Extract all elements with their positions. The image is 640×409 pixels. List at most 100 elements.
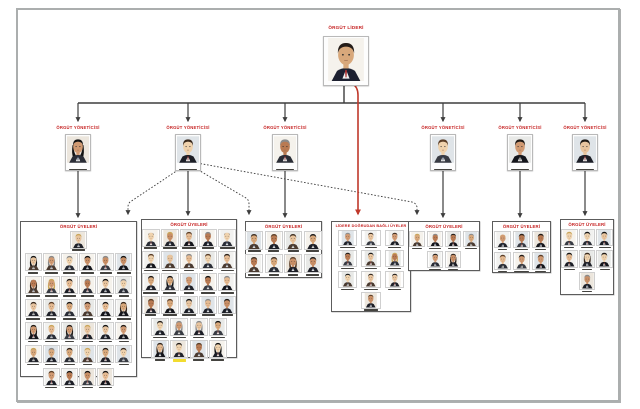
member-name-bar: [163, 292, 177, 294]
member-photo: [42, 322, 60, 343]
person-avatar-icon: [42, 253, 60, 272]
person-avatar-icon: [444, 251, 462, 268]
member-row: [245, 230, 322, 252]
member-name-bar: [497, 270, 508, 273]
member-photo: [97, 344, 115, 366]
person-avatar-icon: [189, 318, 208, 337]
person-avatar-icon: [432, 136, 454, 168]
person-avatar-icon: [24, 344, 42, 363]
person-avatar-icon: [141, 273, 160, 292]
member-photo: [337, 271, 358, 291]
member-name-bar: [268, 250, 280, 252]
manager-photo: [572, 134, 598, 171]
member-name-bar: [599, 268, 610, 271]
manager-photo: [272, 134, 298, 171]
person-avatar-icon: [42, 322, 60, 341]
member-name-bar: [387, 246, 402, 249]
person-avatar-icon: [509, 136, 531, 168]
person-avatar-icon: [97, 322, 115, 341]
person-avatar-icon: [60, 253, 78, 272]
member-row: [361, 292, 381, 312]
member-photo: [97, 322, 115, 343]
member-row: [408, 230, 480, 250]
member-photo: [79, 344, 97, 366]
member-name-bar: [72, 249, 85, 251]
person-avatar-icon: [42, 276, 60, 295]
member-photo: [426, 230, 444, 250]
member-photo: [264, 230, 283, 252]
member-photo: [79, 367, 97, 389]
person-avatar-icon: [79, 276, 97, 295]
member-photo: [141, 228, 160, 249]
person-avatar-icon: [337, 271, 358, 288]
member-row: [493, 230, 550, 251]
person-avatar-icon: [596, 228, 613, 246]
member-name-bar: [387, 288, 402, 291]
member-photo: [303, 230, 322, 252]
person-avatar-icon: [60, 322, 78, 341]
person-avatar-icon: [284, 230, 303, 250]
person-avatar-icon: [160, 295, 179, 314]
person-avatar-icon: [60, 367, 78, 386]
group-title: ÖRGÜT ÜYELERİ: [568, 222, 606, 227]
member-photo: [199, 295, 218, 317]
member-photo: [180, 250, 198, 272]
member-photo: [561, 250, 578, 271]
member-photo: [361, 292, 381, 312]
member-name-bar: [44, 295, 58, 297]
member-name-bar: [387, 267, 402, 270]
person-avatar-icon: [199, 273, 218, 292]
member-name-bar: [580, 246, 594, 249]
member-photo: [531, 230, 550, 251]
member-name-bar: [564, 246, 575, 249]
member-name-bar: [465, 247, 477, 250]
group-title: ÖRGÜT ÜYELERİ: [170, 222, 208, 227]
member-name-bar: [429, 247, 441, 250]
member-name-bar: [515, 248, 528, 251]
member-photo: [79, 276, 97, 297]
member-photo: [141, 273, 160, 294]
person-avatar-icon: [170, 340, 189, 359]
person-avatar-icon: [384, 250, 405, 267]
member-grid: [245, 230, 322, 276]
manager-label: ÖRGÜT YÖNETİCİSİ: [498, 125, 542, 130]
member-row: [24, 253, 133, 274]
person-avatar-icon: [426, 230, 444, 247]
member-name-bar: [173, 336, 186, 339]
member-photo: [303, 254, 322, 276]
person-avatar-icon: [208, 340, 227, 359]
person-avatar-icon: [42, 299, 60, 318]
person-avatar-icon: [24, 276, 42, 295]
member-name-bar: [143, 292, 158, 294]
member-row: [245, 254, 322, 276]
person-avatar-icon: [79, 299, 97, 318]
member-photo: [384, 229, 405, 249]
member-photo: [189, 340, 208, 362]
member-name-bar: [81, 295, 94, 297]
member-photo: [199, 273, 218, 294]
member-group-box: ÖRGÜT ÜYELERİ: [408, 221, 480, 271]
member-name-bar: [99, 272, 112, 274]
member-photo: [337, 250, 358, 270]
member-name-bar: [27, 363, 39, 366]
member-row: [337, 229, 405, 249]
person-avatar-icon: [60, 276, 78, 295]
manager-label: ÖRGÜT YÖNETİCİSİ: [421, 125, 465, 130]
member-photo: [24, 322, 42, 343]
person-avatar-icon: [512, 230, 531, 248]
member-photo: [170, 340, 189, 363]
member-photo: [384, 271, 405, 291]
member-row: [24, 322, 133, 343]
person-avatar-icon: [578, 272, 596, 290]
member-name-bar: [144, 247, 158, 249]
member-group-box: ÖRGÜT ÜYELERİ: [245, 221, 322, 278]
member-name-bar: [429, 268, 441, 271]
person-avatar-icon: [264, 254, 283, 274]
member-name-bar: [221, 314, 233, 317]
member-photo: [42, 253, 60, 274]
member-name-bar: [82, 386, 94, 389]
member-name-bar: [563, 268, 575, 271]
person-avatar-icon: [79, 344, 97, 363]
manager-photo: [175, 134, 201, 171]
person-avatar-icon: [199, 228, 218, 247]
